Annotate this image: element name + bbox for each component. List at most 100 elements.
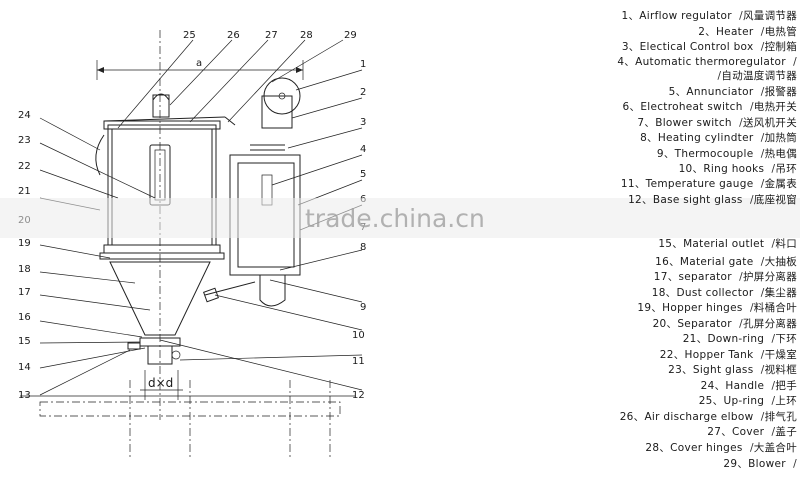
part-separator: / xyxy=(753,411,765,423)
callout-23: 23 xyxy=(18,135,31,146)
part-chinese-label: 送风机开关 xyxy=(743,117,797,129)
part-english-label: 15、Material outlet xyxy=(658,238,765,250)
handle xyxy=(95,134,105,176)
part-chinese-label: 大盖合叶 xyxy=(753,442,797,454)
part-english-label: 1、Airflow regulator xyxy=(621,10,732,22)
callout-17: 17 xyxy=(18,287,31,298)
part-chinese-label: 视料框 xyxy=(764,364,797,376)
callout-27: 27 xyxy=(265,30,278,41)
part-english-label: 21、Down-ring xyxy=(682,333,765,345)
part-chinese-label: 底座视窗 xyxy=(753,194,797,206)
parts-list-item: 29、Blower / xyxy=(575,458,797,471)
parts-list-item: 5、Annunciator /报警器 xyxy=(575,86,797,99)
callout-22: 22 xyxy=(18,161,31,172)
parts-list-item: 28、Cover hinges /大盖合叶 xyxy=(575,442,797,455)
parts-list-item: 20、Separator /孔屏分离器 xyxy=(575,318,797,331)
parts-list-item: 2、Heater /电热管 xyxy=(575,26,797,39)
part-chinese-label: 加热筒 xyxy=(764,132,797,144)
part-english-label: 18、Dust collector xyxy=(651,287,754,299)
part-separator: / xyxy=(742,442,754,454)
part-english-label: 2、Heater xyxy=(698,26,754,38)
part-chinese-label: 电热管 xyxy=(764,26,797,38)
part-chinese-label: 报警器 xyxy=(764,86,797,98)
hopper-dryer-diagram: a xyxy=(18,30,366,460)
callout-12: 12 xyxy=(352,390,365,401)
part-english-label: 25、Up-ring xyxy=(698,395,765,407)
part-separator: / xyxy=(764,426,776,438)
callout-29: 29 xyxy=(344,30,357,41)
parts-list-item: 12、Base sight glass /底座视窗 xyxy=(575,194,797,207)
part-chinese-label: 盖子 xyxy=(775,426,797,438)
parts-list-item: 16、Material gate /大抽板 xyxy=(575,256,797,269)
callout-16: 16 xyxy=(18,312,31,323)
part-separator: / xyxy=(717,70,722,82)
parts-list-item: 11、Temperature gauge /金属表 xyxy=(575,178,797,191)
heating-cylinder xyxy=(259,275,286,307)
callout-21: 21 xyxy=(18,186,31,197)
callout-19: 19 xyxy=(18,238,31,249)
part-chinese-label: 热电偶 xyxy=(764,148,797,160)
part-english-label: 10、Ring hooks xyxy=(678,163,765,175)
part-chinese-label: 控制箱 xyxy=(764,41,797,53)
part-separator: / xyxy=(764,395,776,407)
part-chinese-label: 上环 xyxy=(775,395,797,407)
part-separator: / xyxy=(742,302,754,314)
part-english-label: 22、Hopper Tank xyxy=(659,349,754,361)
part-separator: / xyxy=(764,380,776,392)
leader-lines xyxy=(39,39,363,396)
callout-4: 4 xyxy=(360,144,366,155)
part-separator: / xyxy=(785,458,797,470)
blower xyxy=(261,77,301,129)
part-english-label: 8、Heating cylindter xyxy=(640,132,754,144)
part-separator: / xyxy=(764,333,776,345)
part-english-label: 27、Cover xyxy=(707,426,765,438)
part-separator: / xyxy=(753,86,765,98)
part-separator: / xyxy=(753,287,765,299)
part-english-label: 23、Sight glass xyxy=(668,364,754,376)
parts-list-item: 8、Heating cylindter /加热筒 xyxy=(575,132,797,145)
part-english-label: 6、Electroheat switch xyxy=(622,101,743,113)
part-chinese-label: 料口 xyxy=(775,238,797,250)
part-chinese-label: 自动温度调节器 xyxy=(721,70,797,82)
part-separator: / xyxy=(753,364,765,376)
parts-list-item: 21、Down-ring /下环 xyxy=(575,333,797,346)
part-separator: / xyxy=(764,238,776,250)
dimension-a: a xyxy=(96,58,304,80)
part-separator: / xyxy=(731,271,743,283)
callout-5: 5 xyxy=(360,169,366,180)
part-separator: / xyxy=(753,132,765,144)
part-english-label: 16、Material gate xyxy=(655,256,754,268)
dimension-dxd-label: d×d xyxy=(148,376,173,390)
part-english-label: 28、Cover hinges xyxy=(645,442,743,454)
part-separator: / xyxy=(753,349,765,361)
callout-1: 1 xyxy=(360,59,366,70)
parts-list-item: 6、Electroheat switch /电热开关 xyxy=(575,101,797,114)
dimension-dxd: d×d xyxy=(140,370,183,400)
part-separator: / xyxy=(731,318,743,330)
callout-24: 24 xyxy=(18,110,31,121)
part-chinese-label: 料桶合叶 xyxy=(753,302,797,314)
callout-3: 3 xyxy=(360,117,366,128)
parts-list-item: 10、Ring hooks /吊环 xyxy=(575,163,797,176)
callout-25: 25 xyxy=(183,30,196,41)
cone-hopper xyxy=(109,261,211,336)
callout-26: 26 xyxy=(227,30,240,41)
parts-list-item: 19、Hopper hinges /料桶合叶 xyxy=(575,302,797,315)
callout-10: 10 xyxy=(352,330,365,341)
down-ring xyxy=(103,244,221,254)
part-chinese-label: 干燥室 xyxy=(764,349,797,361)
parts-list-item: 26、Air discharge elbow /排气孔 xyxy=(575,411,797,424)
callout-15: 15 xyxy=(18,336,31,347)
parts-list-item: 1、Airflow regulator /风量调节器 xyxy=(575,10,797,23)
part-english-label: 9、Thermocouple xyxy=(656,148,754,160)
part-chinese-label: 电热开关 xyxy=(753,101,797,113)
part-separator: / xyxy=(753,256,765,268)
parts-list-item: 3、Electical Control box /控制箱 xyxy=(575,41,797,54)
callout-9: 9 xyxy=(360,302,366,313)
temperature-pipe xyxy=(204,281,256,296)
callout-18: 18 xyxy=(18,264,31,275)
callout-11: 11 xyxy=(352,356,365,367)
air-discharge-elbow xyxy=(152,94,170,118)
parts-list-item: 17、separator /护屏分离器 xyxy=(575,271,797,284)
